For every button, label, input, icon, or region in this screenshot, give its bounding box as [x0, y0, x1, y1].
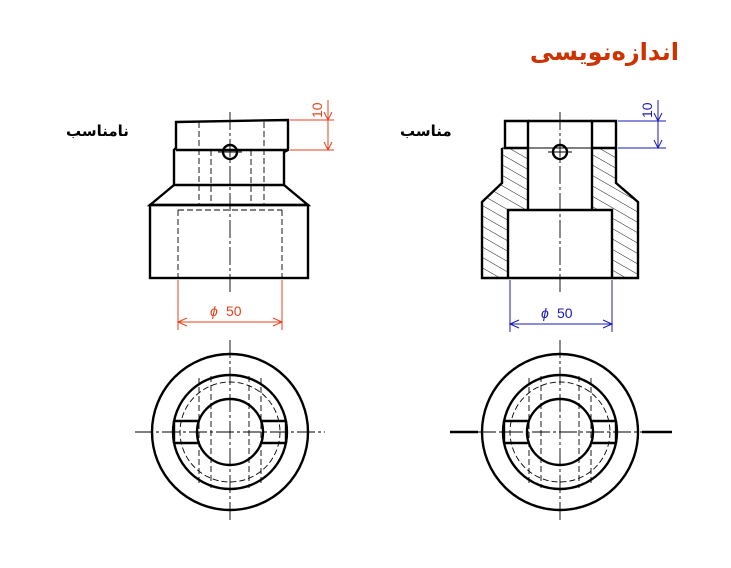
dim-diameter-left: 50 [226, 303, 242, 319]
label-improper: نامناسب [66, 122, 129, 140]
dim-height-right: 10 [639, 102, 655, 118]
phi-symbol-left: ϕ [210, 303, 218, 319]
base-block [148, 203, 310, 280]
hatch-right [592, 148, 638, 278]
flange-taper [146, 184, 312, 207]
section-view-proper [480, 112, 640, 292]
front-view-improper [146, 112, 312, 292]
top-view-improper [135, 340, 325, 520]
dim-height-left: 10 [309, 102, 325, 118]
page-title: اندازه‌نویسی [529, 38, 679, 66]
dimension-proper: 10 ϕ 50 [508, 100, 666, 332]
dimension-improper: 10 ϕ 50 [176, 100, 334, 330]
hatch-left [482, 148, 528, 278]
label-proper: مناسب [400, 122, 452, 140]
dim-diameter-right: 50 [557, 305, 573, 321]
top-view-proper [450, 340, 672, 520]
phi-symbol-right: ϕ [541, 305, 549, 321]
